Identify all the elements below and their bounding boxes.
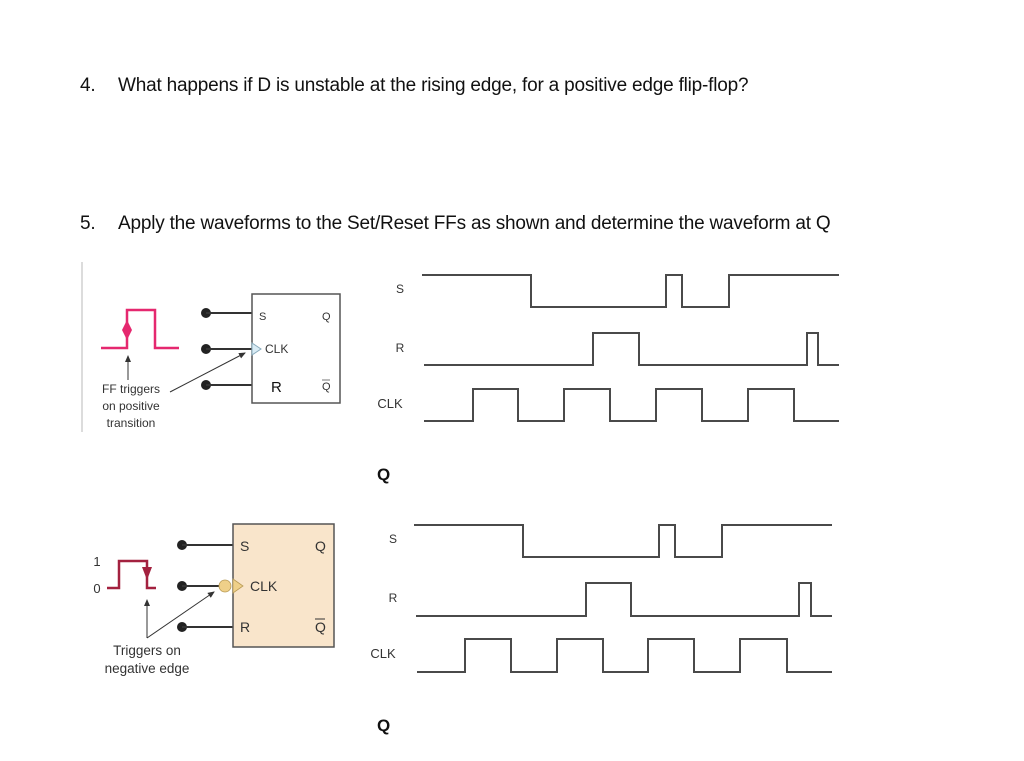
ff2-qbar-label: Q (315, 619, 326, 635)
caption-pointer-arrow-clk (169, 352, 246, 393)
timing-top-r-label: R (396, 341, 405, 355)
ff1-r-label: R (271, 379, 282, 396)
level-low-label: 0 (93, 581, 100, 596)
caption-pointer-arrow-clk (146, 591, 215, 639)
question-4-number: 4. (80, 75, 96, 96)
ff2-clk-label: CLK (250, 578, 278, 594)
ff2-s-label: S (240, 538, 249, 554)
timing-bottom-clk-label: CLK (370, 646, 396, 661)
ff1-qbar-label: Q (322, 381, 331, 393)
inversion-bubble-icon (218, 579, 232, 593)
clk-waveform-bottom (417, 638, 832, 673)
ff-positive-edge-diagram: S CLK R Q Q FF triggers on positive tran… (81, 262, 341, 432)
question-5-text: Apply the waveforms to the Set/Reset FFs… (118, 213, 831, 234)
s-waveform-bottom (414, 524, 832, 558)
question-4: 4. What happens if D is unstable at the r… (80, 75, 749, 97)
ff1-caption-line1: FF triggers (102, 382, 160, 396)
timing-bottom-r-label: R (389, 591, 398, 605)
timing-bottom-q-label: Q (377, 716, 391, 735)
ff1-q-label: Q (322, 311, 331, 323)
s-waveform-top (422, 274, 839, 308)
ff2-caption-line1: Triggers on (113, 643, 181, 658)
ff-positive-box (251, 293, 341, 404)
timing-diagram-bottom (414, 524, 832, 673)
timing-bottom-s-label: S (389, 532, 397, 546)
level-high-label: 1 (93, 554, 100, 569)
positive-pulse-waveform (101, 308, 179, 350)
ff2-r-label: R (240, 619, 250, 635)
clock-triangle-icon (251, 342, 262, 356)
ff1-caption-line2: on positive (102, 399, 160, 413)
ff2-q-label: Q (315, 538, 326, 554)
question-5: 5. Apply the waveforms to the Set/Reset F… (80, 213, 831, 235)
ff-negative-edge-diagram: 1 0 S CLK R Q Q Triggers on negative edg… (93, 523, 335, 676)
ff1-clk-label: CLK (265, 342, 288, 356)
r-waveform-top (424, 332, 839, 366)
clk-waveform-top (424, 388, 839, 422)
negative-pulse-waveform (107, 559, 156, 590)
ff1-s-label: S (259, 311, 266, 323)
question-4-text: What happens if D is unstable at the ris… (118, 75, 749, 96)
r-waveform-bottom (416, 582, 832, 617)
ff-negative-box (232, 523, 335, 648)
timing-top-s-label: S (396, 282, 404, 296)
timing-top-clk-label: CLK (377, 396, 403, 411)
ff2-caption-line2: negative edge (105, 661, 190, 676)
ff1-caption-line3: transition (107, 416, 156, 430)
question-5-number: 5. (80, 213, 96, 234)
timing-diagram-top (422, 274, 839, 422)
timing-top-q-label: Q (377, 465, 391, 484)
clock-triangle-icon (232, 578, 244, 594)
falling-edge-arrow-icon (142, 567, 152, 580)
rising-edge-arrow-icon (122, 320, 132, 340)
